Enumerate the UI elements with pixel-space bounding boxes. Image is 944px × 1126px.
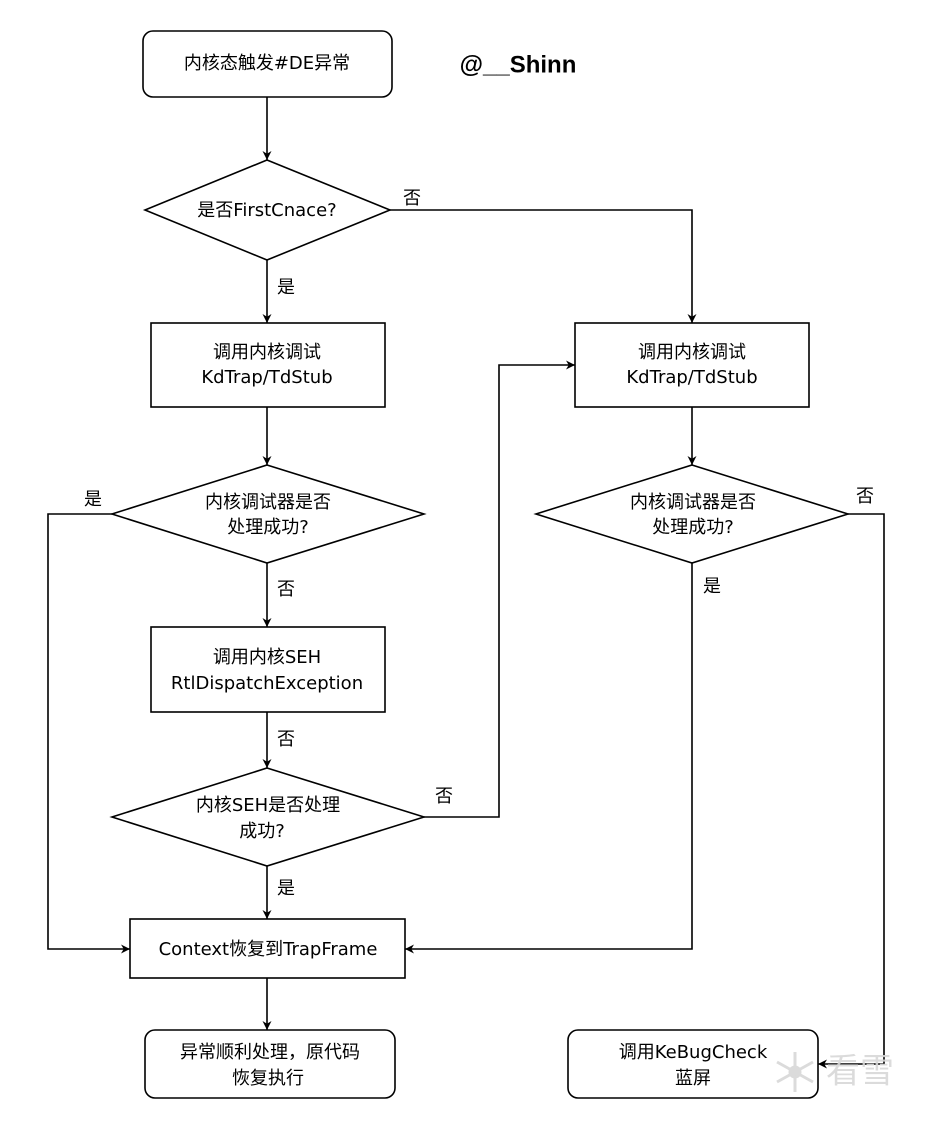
edge-label-firstchance-no: 否 — [403, 188, 421, 209]
node-kd-result-left: 内核调试器是否 处理成功? — [109, 464, 427, 564]
node-kd-call-right: 调用内核调试 KdTrap/TdStub — [574, 322, 810, 408]
node-resume-line1: 异常顺利处理，原代码 — [180, 1042, 360, 1063]
snowflake-icon — [776, 1052, 814, 1092]
node-context-restore-label: Context恢复到TrapFrame — [159, 939, 378, 960]
watermark-text: 看雪 — [826, 1052, 894, 1092]
watermark-logo: 看雪 — [776, 1052, 894, 1092]
edge-label-sehresult-yes: 是 — [277, 878, 295, 899]
node-kd-result-right-line2: 处理成功? — [652, 517, 734, 538]
node-first-chance: 是否FirstCnace? — [142, 159, 393, 261]
node-seh-result: 内核SEH是否处理 成功? — [109, 767, 427, 867]
edge-seh-result-no — [424, 360, 575, 818]
edge-label-firstchance-yes: 是 — [277, 277, 295, 298]
node-kd-call-left-line2: KdTrap/TdStub — [201, 367, 332, 388]
node-kd-result-right-line1: 内核调试器是否 — [630, 492, 756, 513]
edge-kdright-result-no — [818, 513, 885, 1069]
node-context-restore: Context恢复到TrapFrame — [129, 918, 406, 979]
edges — [47, 97, 885, 1069]
edge-kdright-result-yes — [405, 563, 693, 954]
edge-label-sehcall-no: 否 — [277, 729, 295, 750]
node-bugcheck: 调用KeBugCheck 蓝屏 — [567, 1029, 819, 1099]
edge-kdleft-result-yes — [47, 513, 130, 954]
edge-label-sehresult-no: 否 — [435, 786, 453, 807]
edge-label-kdleft-no: 否 — [277, 579, 295, 600]
node-seh-call-line1: 调用内核SEH — [213, 647, 321, 668]
node-start: 内核态触发#DE异常 — [142, 30, 393, 98]
node-kd-result-left-line2: 处理成功? — [227, 517, 309, 538]
node-bugcheck-line1: 调用KeBugCheck — [619, 1042, 768, 1063]
node-resume: 异常顺利处理，原代码 恢复执行 — [144, 1029, 396, 1099]
edge-firstchance-no — [390, 209, 697, 323]
node-seh-result-line2: 成功? — [239, 821, 285, 842]
node-kd-call-right-line1: 调用内核调试 — [638, 342, 746, 363]
edge-label-kdright-yes: 是 — [703, 576, 721, 597]
edge-label-kdleft-yes: 是 — [84, 489, 102, 510]
author-label: @__Shinn — [460, 51, 577, 78]
node-resume-line2: 恢复执行 — [232, 1068, 304, 1089]
node-bugcheck-line2: 蓝屏 — [675, 1068, 711, 1089]
node-kd-result-left-line1: 内核调试器是否 — [205, 492, 331, 513]
node-kd-call-left: 调用内核调试 KdTrap/TdStub — [150, 322, 386, 408]
edge-label-kdright-no: 否 — [856, 486, 874, 507]
node-start-label: 内核态触发#DE异常 — [184, 53, 350, 74]
node-seh-result-line1: 内核SEH是否处理 — [196, 795, 340, 816]
node-seh-call: 调用内核SEH RtlDispatchException — [150, 626, 386, 713]
node-first-chance-label: 是否FirstCnace? — [197, 200, 336, 221]
node-seh-call-line2: RtlDispatchException — [171, 673, 363, 694]
node-kd-call-left-line1: 调用内核调试 — [213, 342, 321, 363]
node-kd-result-right: 内核调试器是否 处理成功? — [533, 464, 851, 564]
node-kd-call-right-line2: KdTrap/TdStub — [626, 367, 757, 388]
